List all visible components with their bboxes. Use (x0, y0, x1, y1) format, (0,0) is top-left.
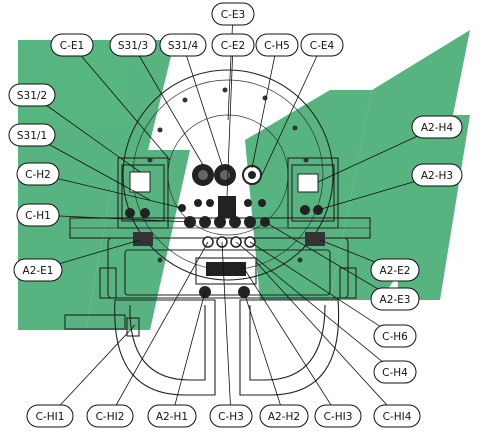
callout-c-h2: C-H2 (16, 162, 60, 186)
callout-c-h3: C-H3 (209, 404, 253, 428)
callout-c-hi3: C-HI3 (314, 404, 362, 428)
leader-line-c-h2 (37, 173, 183, 209)
callout-label: C-HI1 (36, 411, 65, 423)
leader-line-c-h1 (37, 214, 191, 223)
callout-c-h1: C-H1 (16, 203, 60, 227)
leader-line-c-e4 (261, 44, 323, 176)
callout-label: C-E4 (310, 40, 335, 52)
callout-label: A2-E1 (23, 265, 54, 277)
callout-c-e1: C-E1 (50, 33, 94, 57)
leader-line-c-e3 (227, 13, 234, 121)
leader-line-c-hi1 (49, 324, 136, 417)
callout-label: C-HI3 (324, 411, 353, 423)
callout-label: S31/1 (17, 130, 47, 142)
callout-c-h5: C-H5 (255, 33, 299, 57)
callout-label: C-H2 (25, 169, 51, 181)
leader-line-s31-2 (31, 94, 141, 173)
callout-c-e2: C-E2 (211, 33, 255, 57)
callout-label: A2-H4 (421, 122, 454, 134)
callout-s31-1: S31/1 (8, 123, 56, 147)
callout-label: A2-H3 (421, 170, 453, 182)
callout-a2-e3: A2-E3 (370, 287, 420, 311)
leader-line-s31-4 (182, 44, 223, 166)
connector-c-e2 (218, 196, 236, 218)
callout-label: A2-E2 (380, 265, 411, 277)
callout-label: C-H5 (264, 40, 290, 52)
callout-s31-4: S31/4 (159, 33, 207, 57)
callout-label: S31/4 (168, 40, 199, 52)
callout-c-e3: C-E3 (211, 2, 255, 26)
callout-c-h6: C-H6 (373, 324, 417, 348)
callout-a2-h4: A2-H4 (411, 115, 463, 139)
leader-line-s31-1 (31, 134, 151, 201)
callout-a2-e2: A2-E2 (370, 258, 420, 282)
callout-label: C-E2 (221, 40, 245, 52)
display-panel (206, 262, 246, 276)
callout-s31-3: S31/3 (109, 33, 157, 57)
leader-line-a2-e3 (264, 221, 396, 300)
leader-line-a2-h2 (243, 291, 285, 417)
leader-line-c-hi4 (255, 261, 398, 417)
callout-label: S31/2 (17, 90, 47, 102)
leader-line-c-h4 (235, 241, 396, 373)
connector-panel (125, 87, 325, 298)
callout-label: C-HI4 (383, 411, 412, 423)
callout-label: C-HI2 (96, 411, 125, 423)
connector-s31-2 (129, 171, 151, 193)
callout-label: C-H6 (382, 331, 408, 343)
leader-line-c-hi3 (239, 261, 339, 417)
callout-c-hi4: C-HI4 (373, 404, 421, 428)
leader-line-s31-3 (132, 44, 204, 166)
callout-label: C-E3 (221, 9, 245, 21)
callout-label: C-H4 (382, 367, 408, 379)
leader-line-c-h6 (249, 241, 396, 337)
leader-line-a2-h1 (171, 291, 206, 417)
leader-line-c-h3 (221, 241, 232, 417)
fixture-body (64, 69, 371, 396)
callout-label: A2-H1 (156, 411, 188, 423)
callout-label: A2-E3 (380, 294, 411, 306)
callout-label: C-H1 (25, 210, 51, 222)
callout-a2-e1: A2-E1 (13, 258, 63, 282)
connector-a2-h4 (297, 173, 319, 193)
callout-c-hi1: C-HI1 (26, 404, 74, 428)
callout-a2-h2: A2-H2 (259, 404, 309, 428)
leader-line-c-e2 (226, 44, 234, 197)
leader-line-c-h5 (251, 44, 278, 169)
callout-label: A2-H2 (268, 411, 300, 423)
callout-c-e4: C-E4 (300, 33, 344, 57)
callout-label: C-H3 (218, 411, 244, 423)
callout-label: S31/3 (118, 40, 148, 52)
leader-line-c-e1 (71, 44, 171, 161)
callout-label: C-E1 (60, 40, 84, 52)
callout-c-hi2: C-HI2 (86, 404, 134, 428)
callout-a2-h1: A2-H1 (147, 404, 197, 428)
leader-line-c-hi2 (109, 241, 209, 417)
callout-s31-2: S31/2 (8, 83, 56, 107)
callout-c-h4: C-H4 (373, 360, 417, 384)
connector-a2-e2 (305, 232, 325, 246)
connector-a2-e1 (133, 232, 153, 246)
callout-a2-h3: A2-H3 (411, 163, 463, 187)
